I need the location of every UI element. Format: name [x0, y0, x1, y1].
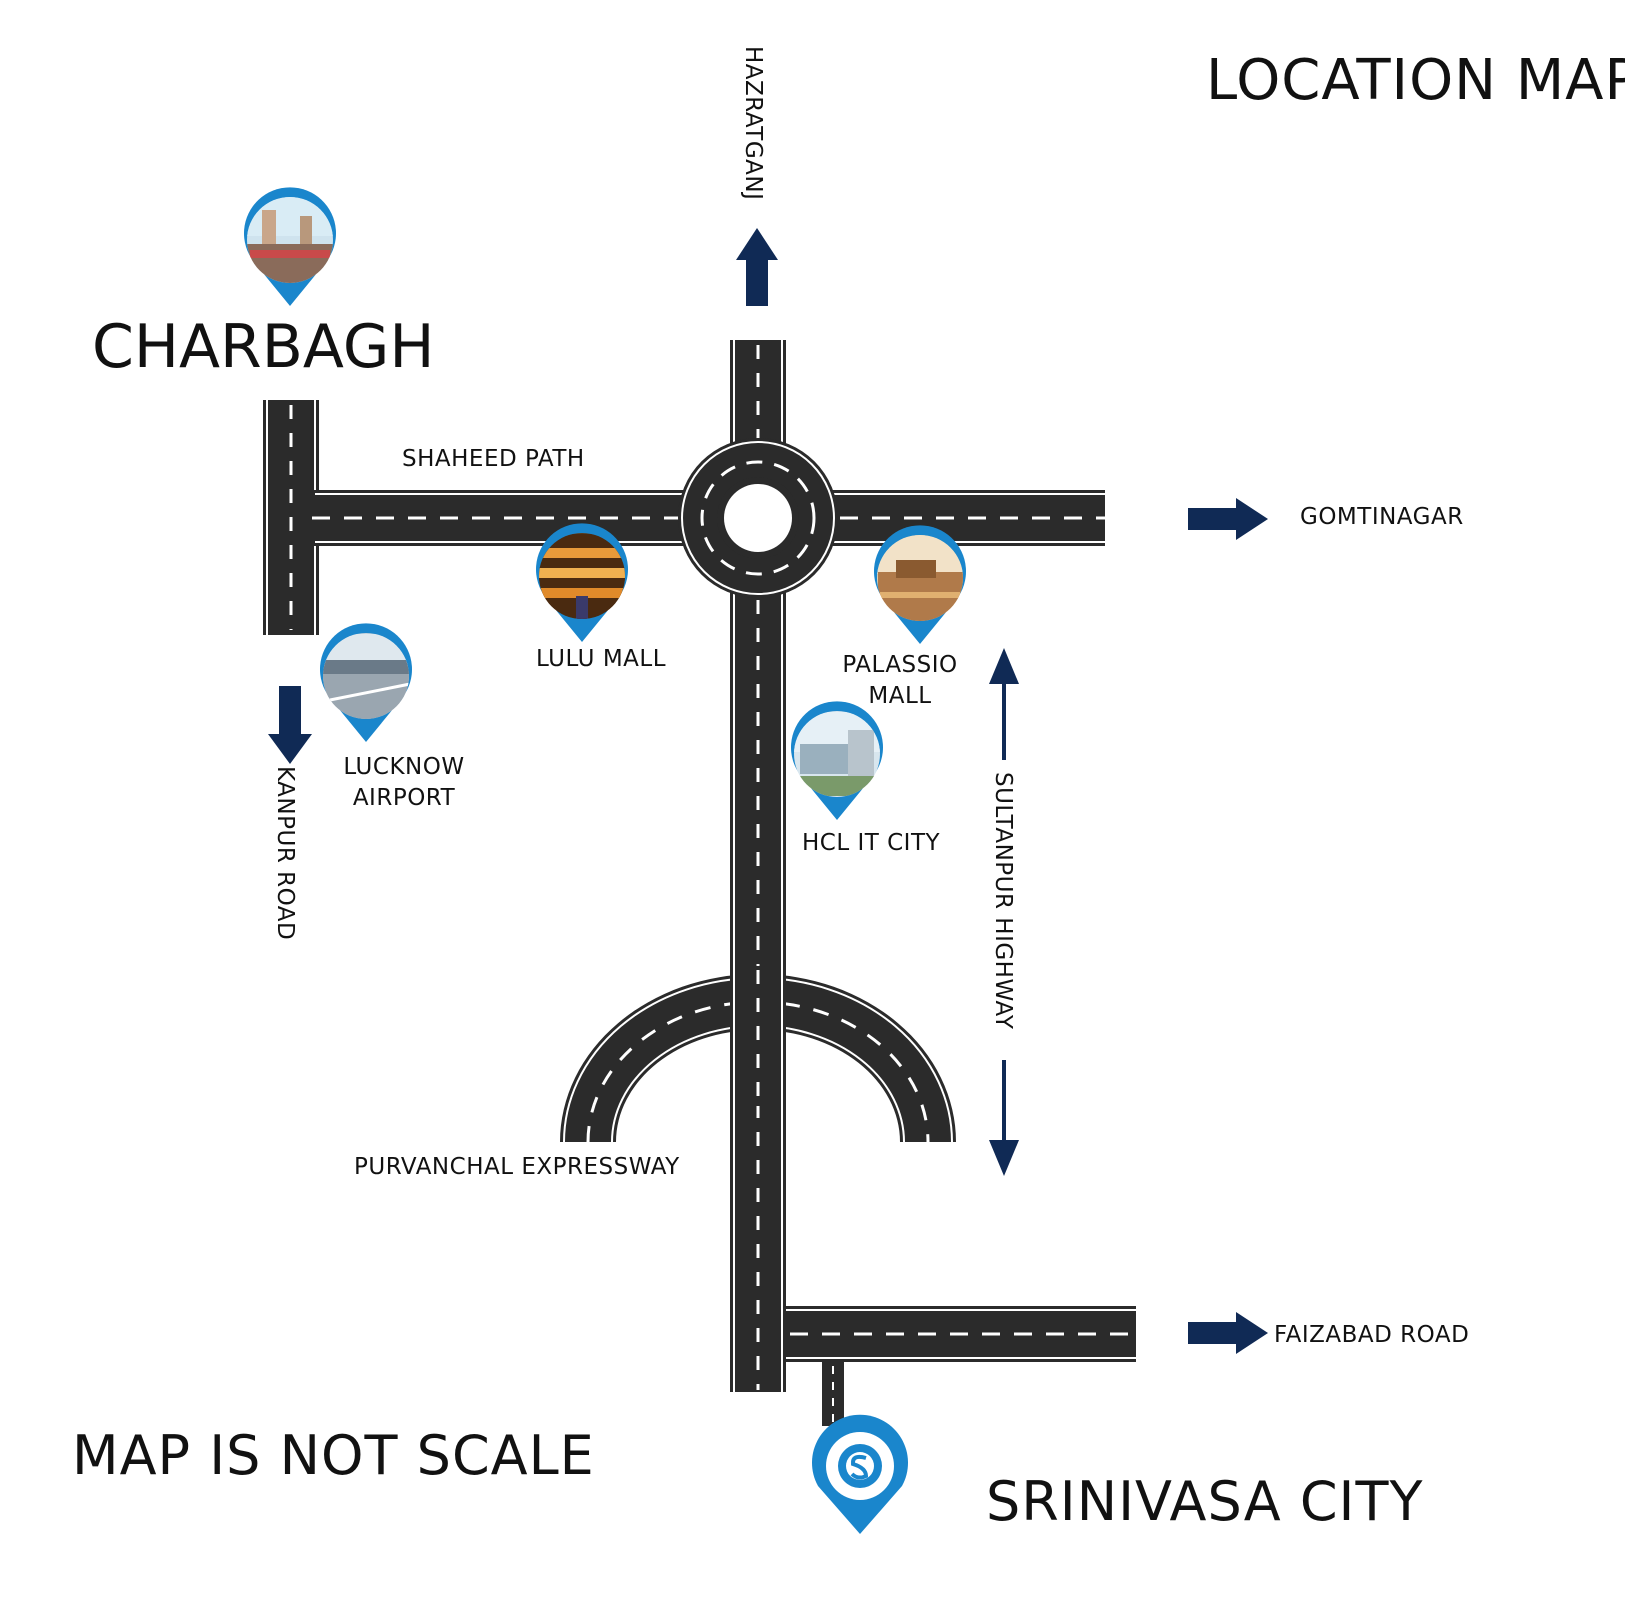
road-label-gomtinagar: GOMTINAGAR [1300, 504, 1464, 530]
arrow-icon [268, 686, 312, 764]
arrow-icon [1188, 498, 1268, 540]
landmark-charbagh: CHARBAGH [92, 312, 435, 382]
roundabout [678, 438, 838, 598]
kanpur-road-segment [263, 400, 319, 635]
landmark-palassio-mall: PALASSIO MALL [830, 650, 970, 712]
project-name: SRINIVASA CITY [986, 1470, 1424, 1533]
road-label-purvanchal-expressway: PURVANCHAL EXPRESSWAY [354, 1154, 680, 1180]
landmark-lucknow-airport: LUCKNOW AIRPORT [334, 752, 474, 814]
road-network [263, 340, 1136, 1426]
page-title: LOCATION MAP [1206, 48, 1625, 113]
landmark-lulu-mall: LULU MALL [536, 646, 667, 672]
purvanchal-expressway-loop [560, 966, 956, 1143]
road-label-sultanpur-highway: SULTANPUR HIGHWAY [990, 772, 1016, 1030]
map-disclaimer: MAP IS NOT SCALE [72, 1424, 595, 1487]
srinivasa-connector [822, 1362, 844, 1426]
arrow-icon [1188, 1312, 1268, 1354]
road-label-faizabad-road: FAIZABAD ROAD [1274, 1322, 1470, 1348]
road-label-shaheed-path: SHAHEED PATH [402, 446, 585, 472]
map-pin-icon [536, 523, 628, 642]
landmark-airport-line1: LUCKNOW [343, 754, 465, 780]
arrow-icon [736, 228, 778, 306]
road-label-hazratganj: HAZRATGANJ [740, 46, 766, 201]
direction-arrows [268, 228, 1268, 1354]
map-pin-icon [790, 701, 883, 820]
map-pin-icon [812, 1414, 908, 1534]
landmark-palassio-line1: PALASSIO [842, 652, 958, 678]
map-pin-icon [874, 525, 967, 644]
landmark-hcl-it-city: HCL IT CITY [802, 830, 941, 856]
arrow-icon [989, 648, 1019, 1176]
road-label-kanpur-road: KANPUR ROAD [272, 766, 298, 941]
map-pin-icon [244, 187, 336, 306]
faizabad-road-segment [786, 1306, 1136, 1362]
landmark-palassio-line2: MALL [868, 683, 932, 709]
map-pin-icon [320, 623, 412, 742]
landmark-airport-line2: AIRPORT [352, 785, 456, 811]
